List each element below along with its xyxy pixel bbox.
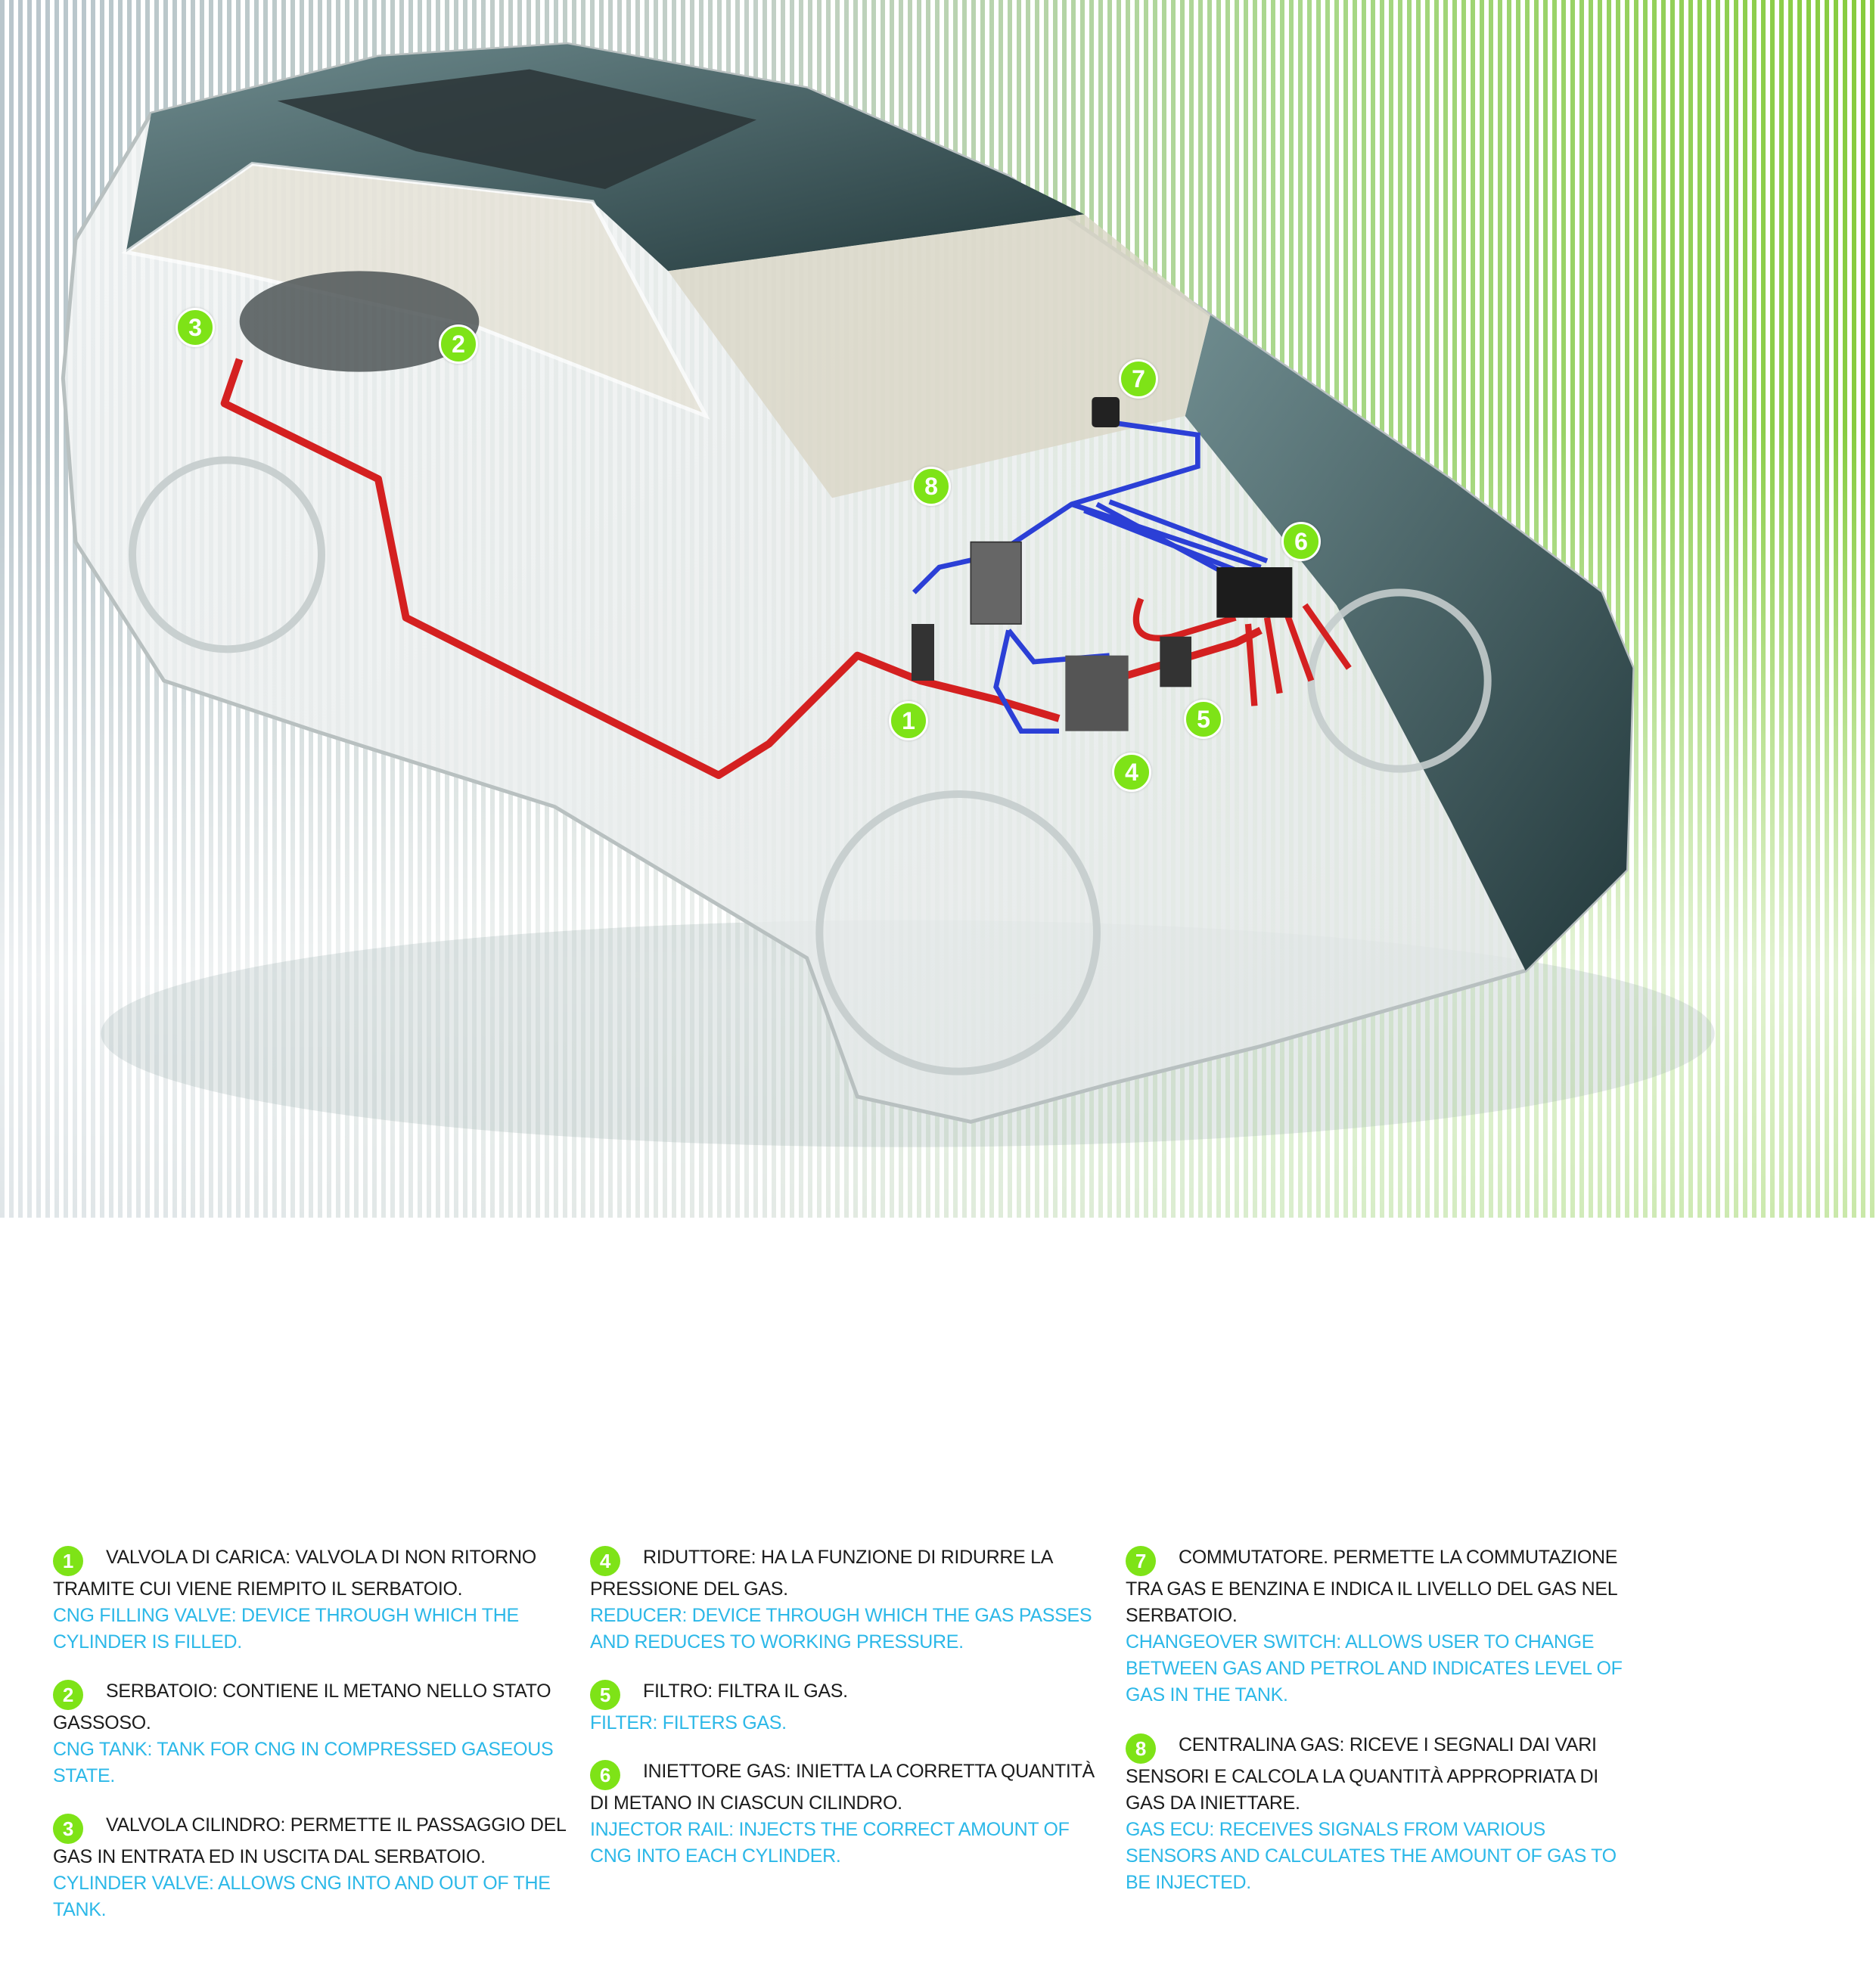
number-badge: 3 — [53, 1814, 83, 1844]
car-illustration: 1 2 3 4 5 6 7 8 — [0, 0, 1876, 1218]
italian-description: COMMUTATORE. PERMETTE LA COMMUTAZIONE TR… — [1126, 1547, 1618, 1626]
italian-description: CENTRALINA GAS: RICEVE I SEGNALI DAI VAR… — [1126, 1734, 1598, 1814]
callout-badge-3: 3 — [175, 308, 215, 347]
front-wheel — [815, 790, 1101, 1075]
callout-badge-4: 4 — [1112, 753, 1151, 792]
windshield — [668, 214, 1210, 498]
callout-badge-6: 6 — [1281, 522, 1321, 561]
english-description: CNG TANK: TANK FOR CNG IN COMPRESSED GAS… — [53, 1739, 554, 1786]
rear-wheel — [129, 456, 325, 653]
english-description: GAS ECU: RECEIVES SIGNALS FROM VARIOUS S… — [1126, 1819, 1617, 1893]
cng-tank — [239, 271, 480, 372]
changeover-switch — [1092, 397, 1120, 427]
number-badge: 7 — [1126, 1546, 1156, 1576]
number-badge: 5 — [590, 1680, 620, 1710]
filling-valve — [912, 624, 934, 681]
callout-badge-5: 5 — [1184, 700, 1223, 739]
number-badge: 4 — [590, 1546, 620, 1576]
italian-description: VALVOLA CILINDRO: PERMETTE IL PASSAGGIO … — [53, 1814, 566, 1867]
italian-description: SERBATOIO: CONTIENE IL METANO NELLO STAT… — [53, 1681, 551, 1733]
legend-item-5: 5 FILTRO: FILTRA IL GAS. FILTER: FILTERS G… — [590, 1678, 1104, 1736]
english-description: INJECTOR RAIL: INJECTS THE CORRECT AMOUN… — [590, 1819, 1070, 1867]
english-description: FILTER: FILTERS GAS. — [590, 1712, 787, 1733]
callout-badge-2: 2 — [439, 324, 478, 364]
sunroof — [277, 69, 757, 190]
reducer — [1065, 655, 1129, 731]
hood — [1185, 315, 1633, 971]
callout-badge-8: 8 — [912, 467, 951, 506]
italian-description: RIDUTTORE: HA LA FUNZIONE DI RIDURRE LA … — [590, 1547, 1052, 1600]
english-description: REDUCER: DEVICE THROUGH WHICH THE GAS PA… — [590, 1605, 1092, 1653]
injector-rail — [1216, 567, 1293, 618]
number-badge: 8 — [1126, 1733, 1156, 1764]
filter — [1160, 636, 1191, 687]
car-cutaway-drawing — [61, 42, 1715, 1147]
number-badge: 2 — [53, 1680, 83, 1710]
english-description: CHANGEOVER SWITCH: ALLOWS USER TO CHANGE… — [1126, 1631, 1623, 1705]
electrical-wiring — [912, 420, 1269, 734]
gas-ecu — [970, 541, 1022, 625]
italian-description: INIETTORE GAS: INIETTA LA CORRETTA QUANT… — [590, 1761, 1095, 1814]
italian-description: FILTRO: FILTRA IL GAS. — [643, 1681, 848, 1702]
italian-description: VALVOLA DI CARICA: VALVOLA DI NON RITORN… — [53, 1547, 536, 1600]
number-badge: 6 — [590, 1760, 620, 1790]
callout-badge-1: 1 — [889, 701, 928, 740]
english-description: CYLINDER VALVE: ALLOWS CNG INTO AND OUT … — [53, 1873, 551, 1920]
injector-pipes — [1132, 597, 1352, 706]
number-badge: 1 — [53, 1546, 83, 1576]
callout-badge-7: 7 — [1119, 359, 1158, 399]
english-description: CNG FILLING VALVE: DEVICE THROUGH WHICH … — [53, 1605, 519, 1653]
gas-pipe — [220, 358, 1263, 779]
